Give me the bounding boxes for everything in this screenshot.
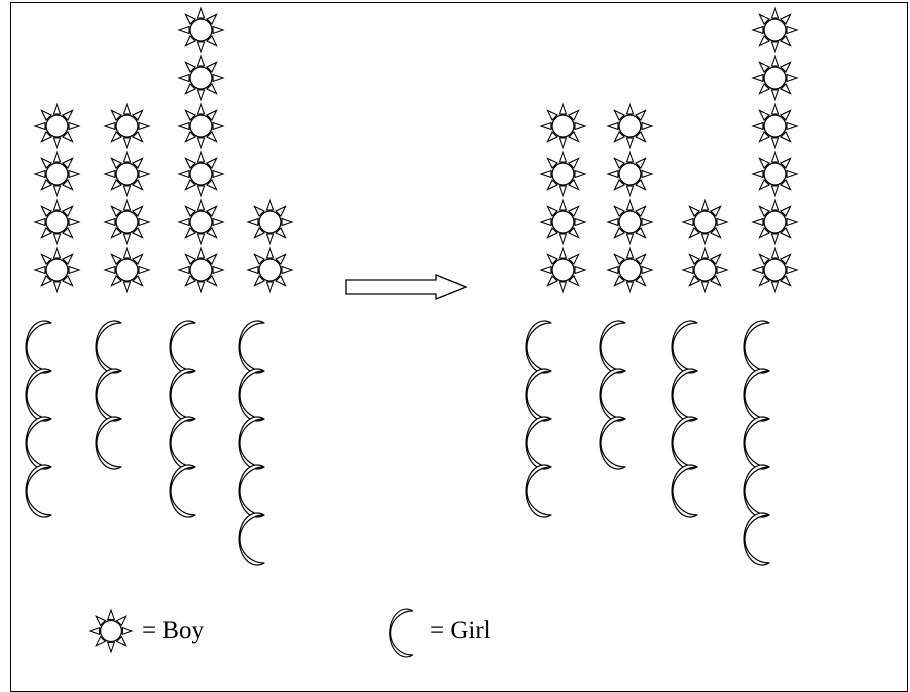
after-group-3-boy-sun-icon — [682, 247, 728, 293]
before-group-1-boy-sun-icon — [34, 247, 80, 293]
before-group-3-girl-moon-icon — [169, 368, 196, 422]
before-group-3-boy-sun-icon — [178, 55, 224, 101]
before-group-4-girl-moon-icon — [238, 416, 265, 470]
after-group-3-girl-moon-icon — [671, 320, 698, 374]
after-group-4-girl-moon-icon — [743, 368, 770, 422]
boy-legend-sun-icon — [89, 609, 133, 653]
before-group-2-girl-moon-icon — [95, 368, 122, 422]
before-group-4-girl-moon-icon — [238, 368, 265, 422]
boy-legend-label: = Boy — [142, 617, 205, 644]
diagram-canvas — [25, 7, 798, 658]
before-group-3-boy-sun-icon — [178, 247, 224, 293]
before-group-1-boy-sun-icon — [34, 151, 80, 197]
after-group-2-boy-sun-icon — [607, 247, 653, 293]
after-group-2-boy-sun-icon — [607, 199, 653, 245]
before-group-2-boy-sun-icon — [104, 247, 150, 293]
legend — [89, 608, 414, 658]
before-group-3-girl-moon-icon — [169, 464, 196, 518]
girl-legend-label: = Girl — [430, 617, 491, 644]
before-group-2-boy-sun-icon — [104, 103, 150, 149]
before-group-1-girl-moon-icon — [25, 320, 52, 374]
after-group-4-boy-sun-icon — [752, 7, 798, 53]
before-group-4-boy-sun-icon — [247, 199, 293, 245]
before-group-1-girl-moon-icon — [25, 464, 52, 518]
before-group-4-girl-moon-icon — [238, 320, 265, 374]
after-group-2-girl-moon-icon — [599, 320, 626, 374]
after-group-4-girl-moon-icon — [743, 416, 770, 470]
transition-arrow — [345, 274, 468, 300]
after-group-4-boy-sun-icon — [752, 199, 798, 245]
after-group-4-boy-sun-icon — [752, 103, 798, 149]
after-group-4-boy-sun-icon — [752, 55, 798, 101]
before-group-1-boy-sun-icon — [34, 199, 80, 245]
before-group-1-boy-sun-icon — [34, 103, 80, 149]
before-group-2-girl-moon-icon — [95, 320, 122, 374]
before-group-4-boy-sun-icon — [247, 247, 293, 293]
before-group-2-girl-moon-icon — [95, 416, 122, 470]
after-group-1-girl-moon-icon — [525, 320, 552, 374]
after-group-1-girl-moon-icon — [525, 464, 552, 518]
after-group-4-girl-moon-icon — [743, 512, 770, 566]
before-group-3-girl-moon-icon — [169, 416, 196, 470]
after-group-4-boy-sun-icon — [752, 247, 798, 293]
before-group-3-boy-sun-icon — [178, 151, 224, 197]
before-group-3-boy-sun-icon — [178, 199, 224, 245]
after-group-1-girl-moon-icon — [525, 368, 552, 422]
after-group-4-girl-moon-icon — [743, 320, 770, 374]
after-group-1-boy-sun-icon — [540, 151, 586, 197]
after-group-3-boy-sun-icon — [682, 199, 728, 245]
after-group-2-girl-moon-icon — [599, 416, 626, 470]
before-group-1-girl-moon-icon — [25, 368, 52, 422]
after-group-2-boy-sun-icon — [607, 151, 653, 197]
girl-legend-moon-icon — [389, 608, 414, 658]
before-group-4-girl-moon-icon — [238, 512, 265, 566]
before-group-3-girl-moon-icon — [169, 320, 196, 374]
after-group-4-boy-sun-icon — [752, 151, 798, 197]
after-group-4-girl-moon-icon — [743, 464, 770, 518]
after-group-2-boy-sun-icon — [607, 103, 653, 149]
before-group-3-boy-sun-icon — [178, 7, 224, 53]
after-group-1-boy-sun-icon — [540, 247, 586, 293]
after-group-3-girl-moon-icon — [671, 464, 698, 518]
after-group-1-boy-sun-icon — [540, 103, 586, 149]
after-group-2-girl-moon-icon — [599, 368, 626, 422]
before-group-3-boy-sun-icon — [178, 103, 224, 149]
after-group-1-girl-moon-icon — [525, 416, 552, 470]
before-group-4-girl-moon-icon — [238, 464, 265, 518]
before-group-1-girl-moon-icon — [25, 416, 52, 470]
before-group-2-boy-sun-icon — [104, 151, 150, 197]
after-group-3-girl-moon-icon — [671, 368, 698, 422]
after-group-1-boy-sun-icon — [540, 199, 586, 245]
before-group-2-boy-sun-icon — [104, 199, 150, 245]
after-group-3-girl-moon-icon — [671, 416, 698, 470]
